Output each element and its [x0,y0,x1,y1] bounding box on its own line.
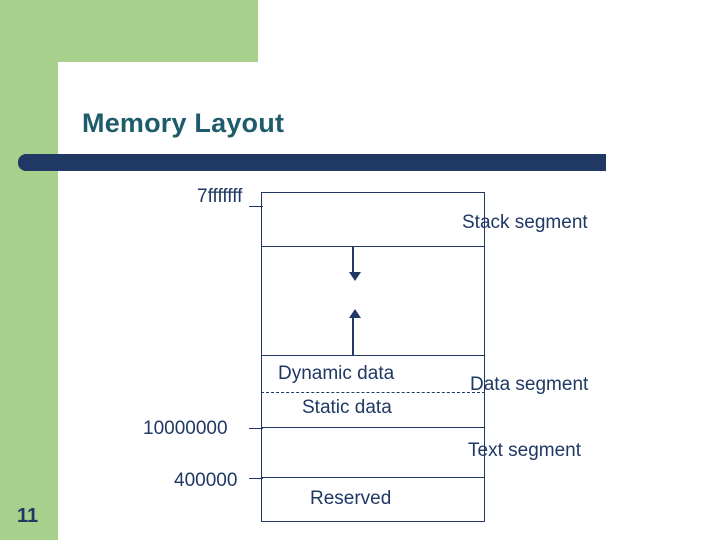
segment-label-data: Data segment [470,374,589,395]
stack-grow-down-arrow-icon [349,246,361,281]
memory-divider-static-bottom [261,427,485,428]
memory-layout-box [261,192,485,522]
slide-content-panel [58,62,720,540]
memory-divider-reserved-top [261,477,485,478]
memory-divider-stack-bottom [261,246,485,247]
memory-divider-dynamic-top [261,355,485,356]
title-underline-bar [18,154,606,171]
region-label-static-data: Static data [302,397,392,418]
address-tick-top [249,206,263,207]
region-label-reserved: Reserved [310,488,392,509]
address-tick-bottom [249,478,263,479]
segment-label-stack: Stack segment [462,212,588,233]
segment-label-text: Text segment [468,440,581,461]
page-number: 11 [17,505,39,527]
slide-accent-band-left [0,0,58,540]
page-title: Memory Layout [82,108,285,138]
address-tick-middle [249,428,263,429]
slide-accent-block-top [0,0,258,62]
address-label-middle: 10000000 [143,418,228,439]
region-label-dynamic-data: Dynamic data [278,363,395,384]
address-label-bottom: 400000 [174,470,238,491]
address-label-top: 7fffffff [197,186,243,207]
memory-divider-dynamic-static-dashed [261,392,485,393]
heap-grow-up-arrow-icon [349,309,361,355]
